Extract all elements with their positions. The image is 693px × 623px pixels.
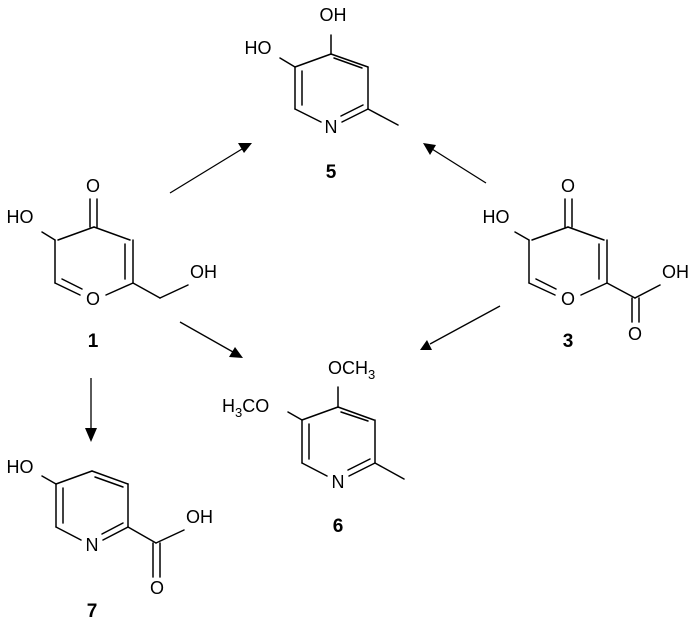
compound-5-top-hydroxy: OH [320, 5, 347, 25]
compound-3-hydroxy-group: HO [483, 207, 510, 227]
compound-1-hydroxy-group: HO [7, 207, 34, 227]
compound-5-structure: OH HO N 5 [245, 5, 399, 183]
compound-1-bonds [41, 198, 189, 299]
arrow-1-to-5 [169, 143, 252, 194]
arrow-1-to-6 [179, 321, 243, 358]
compound-3-ring-oxygen: O [561, 289, 575, 309]
compound-5-bonds [279, 34, 399, 126]
compound-7-bonds [41, 470, 185, 578]
compound-3-label: 3 [563, 331, 574, 352]
compound-5-ring-nitrogen: N [325, 117, 338, 137]
compound-1-side-hydroxy: OH [190, 262, 217, 282]
compound-3-bonds [514, 198, 661, 323]
compound-1-structure: O HO O OH 1 [7, 176, 218, 352]
compound-6-methoxy-co: H3CO [222, 396, 269, 420]
arrow-3-to-5 [423, 143, 487, 184]
compound-1-carbonyl-oxygen: O [86, 176, 100, 196]
compound-6-methoxy-o: OCH3 [328, 358, 375, 382]
compound-6-bonds [287, 386, 405, 480]
arrow-3-to-6 [420, 305, 501, 350]
compound-7-ring-nitrogen: N [86, 535, 99, 555]
compound-7-hydroxy-group: HO [7, 457, 34, 477]
compound-3-acid-hydroxy: OH [662, 262, 689, 282]
compound-6-structure: OCH3 H3CO N 6 [222, 358, 405, 537]
compound-7-acid-carbonyl-oxygen: O [150, 578, 164, 598]
compound-7-label: 7 [87, 601, 98, 622]
compound-7-acid-hydroxy: OH [186, 507, 213, 527]
compound-5-hydroxy-group: HO [245, 38, 272, 58]
compound-7-structure: HO N OH O 7 [7, 457, 214, 622]
compound-6-label: 6 [333, 516, 344, 537]
compound-3-acid-carbonyl-oxygen: O [628, 324, 642, 344]
arrow-1-to-7 [85, 378, 97, 442]
compound-5-label: 5 [326, 162, 337, 183]
compound-1-ring-oxygen: O [86, 289, 100, 309]
compound-1-label: 1 [88, 331, 99, 352]
compound-3-structure: O HO O OH O 3 [483, 176, 690, 352]
compound-3-carbonyl-oxygen: O [561, 176, 575, 196]
compound-6-ring-nitrogen: N [332, 472, 345, 492]
